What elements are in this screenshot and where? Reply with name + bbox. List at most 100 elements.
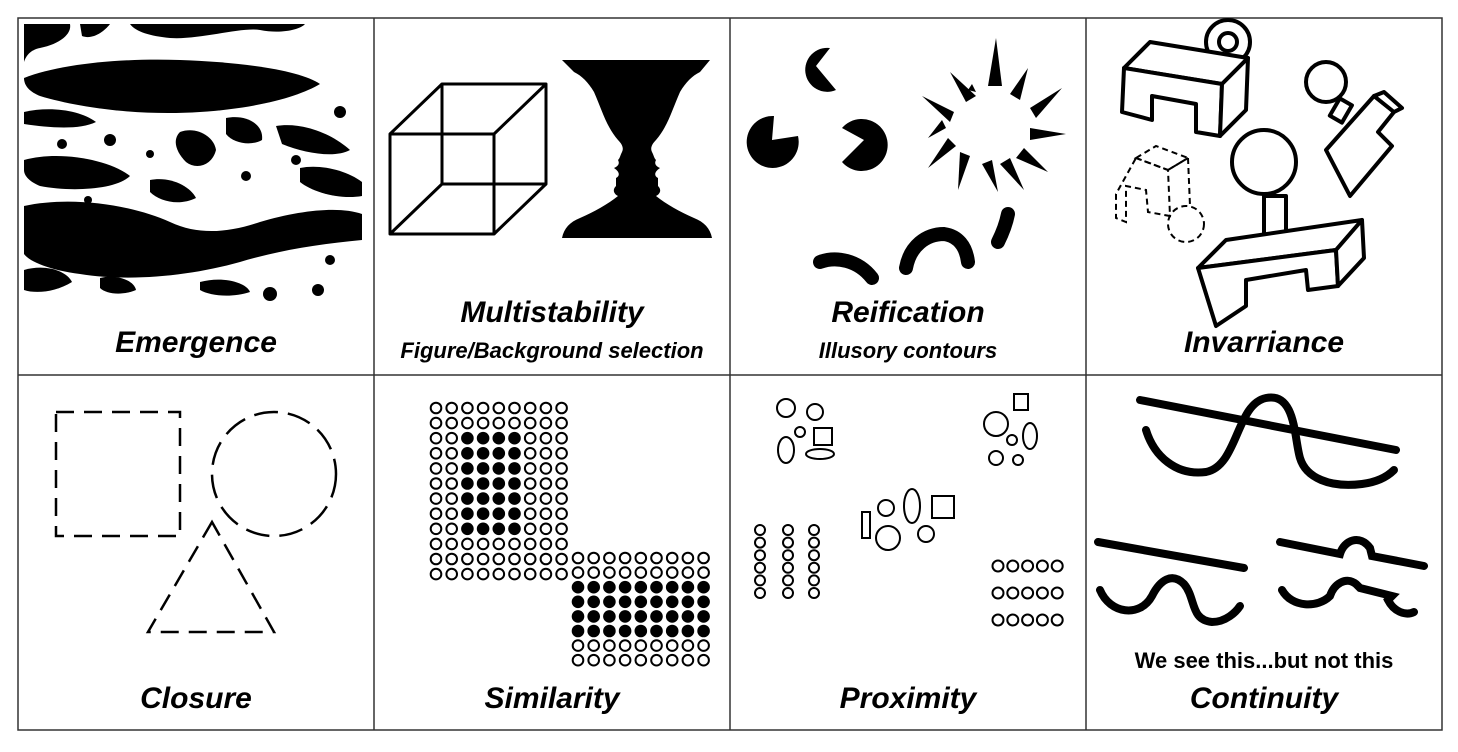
similarity-dot (634, 653, 648, 667)
similarity-dot (539, 507, 553, 521)
similarity-dot (461, 492, 474, 505)
similarity-dot (650, 566, 663, 579)
similarity-dot (618, 624, 632, 638)
proximity-dot (1006, 586, 1020, 600)
similarity-dot (665, 624, 679, 638)
similarity-dot (665, 653, 679, 667)
panel-title-closure: Closure (140, 682, 252, 715)
similarity-dot (539, 492, 553, 505)
similarity-dot (429, 552, 443, 566)
similarity-dot (523, 462, 537, 475)
similarity-dot (476, 552, 490, 566)
proximity-dot (754, 587, 766, 599)
invariance-large-solid (1196, 128, 1366, 328)
invariance-solids-drawing (1120, 18, 1404, 198)
similarity-dot (523, 477, 537, 490)
similarity-dot (618, 653, 632, 667)
similarity-dot (429, 477, 443, 490)
similarity-dot (492, 401, 506, 415)
proximity-dot (754, 561, 766, 574)
similarity-dot (523, 416, 537, 430)
similarity-dot (555, 567, 568, 581)
similarity-dot (555, 401, 568, 415)
similarity-dot (445, 416, 459, 430)
emergence-dalmatian-image (24, 24, 362, 301)
similarity-dot (508, 492, 521, 505)
similarity-dot (587, 595, 601, 609)
similarity-dot (492, 462, 506, 475)
similarity-dot (650, 610, 663, 623)
necker-cube-drawing (388, 82, 548, 236)
similarity-dot (492, 537, 506, 551)
similarity-dot (445, 552, 459, 566)
similarity-dot (697, 624, 710, 638)
similarity-dot (571, 653, 585, 667)
similarity-dot (508, 537, 521, 551)
similarity-dot (587, 580, 601, 594)
similarity-dot (665, 610, 679, 623)
similarity-dot (571, 580, 585, 594)
similarity-dot (634, 566, 648, 579)
proximity-dot (754, 536, 766, 549)
similarity-dot (681, 551, 695, 565)
similarity-dot (445, 507, 459, 521)
similarity-dot (634, 610, 648, 623)
similarity-dot (476, 522, 490, 536)
panel-title-similarity: Similarity (484, 682, 620, 715)
panel-title-multistability: Multistability (460, 296, 644, 329)
similarity-dot (508, 447, 521, 460)
similarity-dot (555, 477, 568, 490)
similarity-dot (508, 567, 521, 581)
proximity-dot (782, 561, 794, 574)
similarity-dot (603, 653, 616, 667)
similarity-dot (587, 566, 601, 579)
similarity-dot (650, 653, 663, 667)
similarity-dot (476, 507, 490, 521)
similarity-dot (445, 477, 459, 490)
similarity-dot (665, 595, 679, 609)
similarity-dot (618, 639, 632, 652)
continuity-curves (1094, 393, 1428, 627)
similarity-dot (587, 653, 601, 667)
similarity-dot (445, 522, 459, 536)
similarity-dot (523, 492, 537, 505)
similarity-dot (445, 431, 459, 445)
similarity-dot (571, 566, 585, 579)
similarity-dot (587, 610, 601, 623)
similarity-dot (681, 653, 695, 667)
similarity-dot (492, 447, 506, 460)
rubin-vase-drawing (562, 60, 712, 238)
similarity-dot (445, 567, 459, 581)
proximity-dot (808, 536, 820, 549)
similarity-dot (555, 552, 568, 566)
similarity-dot (508, 522, 521, 536)
similarity-dot (634, 595, 648, 609)
similarity-dot (523, 447, 537, 460)
proximity-dot (754, 549, 766, 562)
panel-title-reification: Reification (831, 296, 985, 329)
similarity-dot (555, 431, 568, 445)
similarity-dot (429, 447, 443, 460)
similarity-dot (681, 624, 695, 638)
proximity-dot (808, 549, 820, 562)
similarity-dot (634, 624, 648, 638)
similarity-dot (508, 416, 521, 430)
similarity-dot (523, 431, 537, 445)
similarity-dot (445, 537, 459, 551)
similarity-dot (539, 522, 553, 536)
similarity-dot (603, 639, 616, 652)
proximity-dot (1050, 559, 1064, 573)
similarity-dot (681, 595, 695, 609)
similarity-dot (461, 416, 474, 430)
similarity-dot (650, 551, 663, 565)
similarity-dot (445, 462, 459, 475)
similarity-dot (650, 624, 663, 638)
similarity-dot (650, 580, 663, 594)
similarity-dot (492, 507, 506, 521)
proximity-dot (782, 549, 794, 562)
similarity-dot (461, 477, 474, 490)
similarity-dot (492, 522, 506, 536)
similarity-dot (461, 537, 474, 551)
similarity-dot (697, 580, 710, 594)
